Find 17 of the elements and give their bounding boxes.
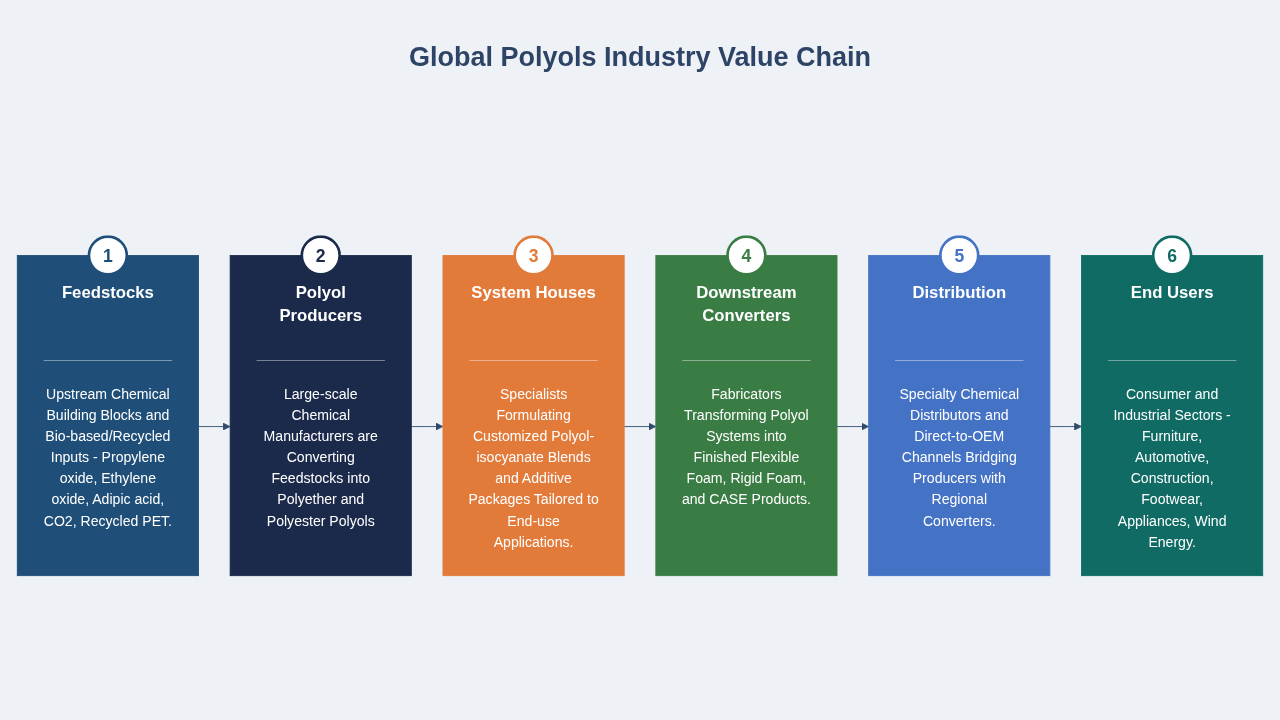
step-heading: Downstream Converters (695, 281, 798, 327)
step-heading: Polyol Producers (278, 281, 364, 327)
step-number: 3 (513, 234, 554, 276)
step-number: 2 (300, 234, 341, 276)
step-heading: Distribution (911, 281, 1008, 303)
step-heading: End Users (1129, 281, 1215, 303)
step-description: Consumer and Industrial Sectors - Furniture, Automotive, Construction, Footwear, Appliances, Wind Energy. (1112, 385, 1232, 552)
step-heading: System Houses (470, 281, 597, 303)
step-description: Specialty Chemical Distributors and Direct-to-OEM Channels Bridging Producers with Regional Converters. (898, 385, 1021, 530)
step-number: 4 (726, 234, 767, 276)
step-description: Fabricators Transforming Polyol Systems into Finished Flexible Foam, Rigid Foam, and CASE Products. (680, 385, 812, 509)
step-description: Upstream Chemical Building Blocks and Bio-based/Recycled Inputs - Propylene oxide, Ethylene oxide, Adipic acid, CO2, Recycled PET. (42, 385, 173, 531)
step-heading: Feedstocks (60, 281, 155, 303)
step-number: 5 (939, 234, 980, 276)
step-description: Large-scale Chemical Manufacturers are Converting Feedstocks into Polyether and Polyester Polyols (262, 385, 379, 531)
step-description: Specialists Formulating Customized Polyol-isocyanate Blends and Additive Packages Tailored to End-use Applications. (467, 385, 600, 552)
title: Global Polyols Industry Value Chain (408, 42, 872, 73)
